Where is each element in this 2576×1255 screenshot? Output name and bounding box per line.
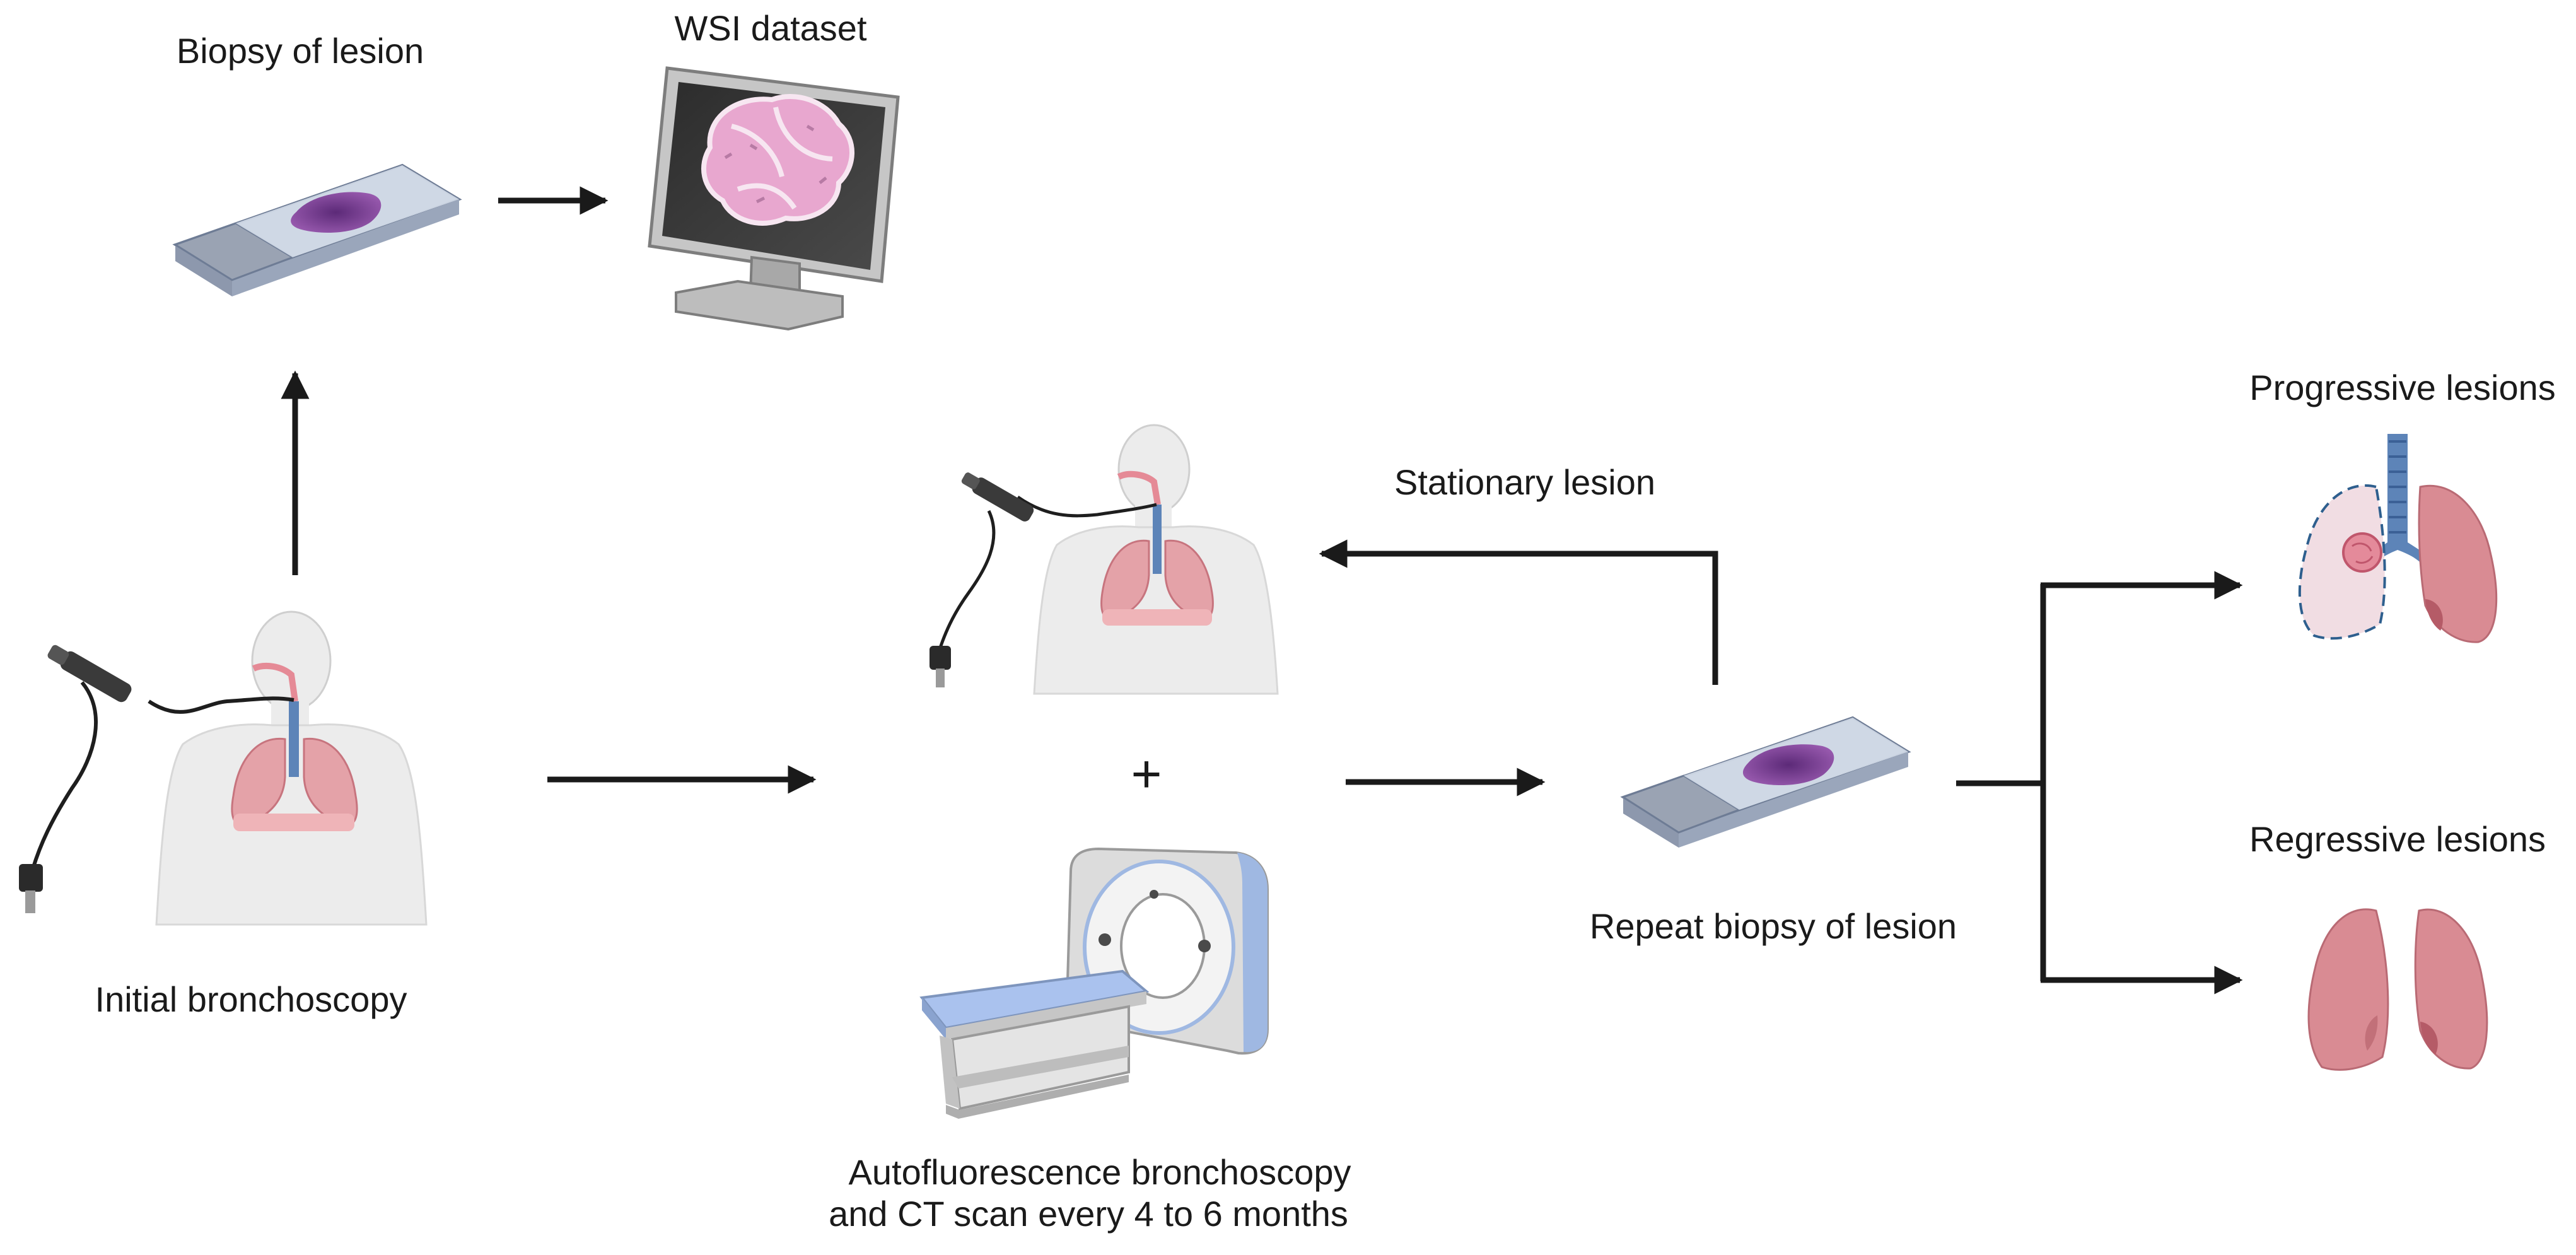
airway-icon [1117,470,1161,505]
biopsy-label: Biopsy of lesion [177,31,424,71]
stationary-lesion-label: Stationary lesion [1394,462,1655,502]
regressive-lesions-label: Regressive lesions [2249,819,2546,859]
lungs-icon [1100,539,1214,626]
histology-tissue [701,93,854,226]
wsi-dataset-label: WSI dataset [674,8,866,48]
autofluorescence-label-line2: and CT scan every 4 to 6 months [829,1194,1348,1234]
bronchoscope-cable [938,495,1157,650]
progressive-lungs-icon [2298,434,2498,643]
repeat-biopsy-slide-icon [1620,716,1911,848]
bronchoscope-connector-icon [930,646,951,687]
trachea-icon [1153,505,1162,574]
bronchoscope-connector-icon [19,864,43,913]
flow-arrows [281,186,2243,995]
plus-sign: + [1131,744,1162,803]
arrow-stationary-loop [1319,539,1718,685]
repeat-biopsy-label: Repeat biopsy of lesion [1590,906,1957,946]
lesion-icon [2342,532,2382,573]
bronchoscope-handle-icon [47,645,132,703]
airway-icon [252,662,298,702]
bronchoscope-cable [31,681,294,870]
lungs-icon [231,737,358,831]
wsi-monitor-icon [648,66,900,331]
initial-bronchoscopy-label: Initial bronchoscopy [95,979,407,1019]
autofluorescence-label-line1: Autofluorescence bronchoscopy [849,1152,1351,1192]
regressive-lungs-icon [2307,908,2488,1071]
trachea-icon [289,701,299,777]
bronchoscope-handle-icon [961,472,1034,522]
biopsy-slide-icon [172,163,462,296]
ct-scanner-icon [919,847,1269,1119]
followup-bronchoscopy-figure [930,424,1279,695]
progressive-lesions-label: Progressive lesions [2249,368,2556,407]
initial-bronchoscopy-figure [19,610,428,926]
